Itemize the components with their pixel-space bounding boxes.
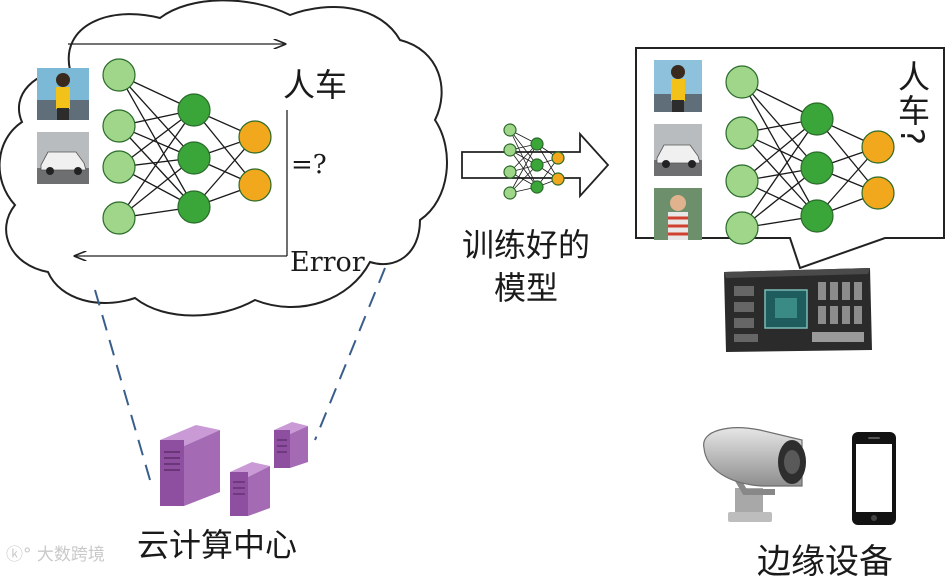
security-camera-icon (703, 427, 806, 522)
hidden-node (530, 137, 544, 151)
network-connection (741, 81, 818, 169)
output-node (238, 168, 272, 202)
network-connection (741, 81, 818, 217)
output-node (861, 130, 895, 164)
person-photo (37, 68, 89, 120)
cloud-neural-network (102, 58, 272, 235)
input-node (102, 109, 136, 143)
input-node (102, 58, 136, 92)
output-node (861, 176, 895, 210)
smartphone-icon (852, 432, 896, 525)
server-icon (160, 422, 308, 516)
person-photo (654, 60, 702, 112)
watermark-text: 大数跨境 (36, 545, 105, 565)
error-feedback-path (75, 110, 288, 256)
cloud-to-server-link (94, 267, 386, 481)
hidden-node (177, 190, 211, 224)
output-node (238, 120, 272, 154)
network-connection (118, 74, 195, 208)
trained-model-line1: 训练好的 (462, 226, 591, 264)
watermark: ⓚ° 大数跨境 (6, 540, 105, 565)
hidden-node (800, 151, 834, 185)
input-node (725, 65, 759, 99)
hidden-node (800, 199, 834, 233)
hidden-node (530, 158, 544, 172)
gpu-board-icon (724, 268, 872, 352)
trained-model-line2: 模型 (494, 269, 559, 307)
network-connection (741, 118, 818, 229)
network-connection (509, 143, 538, 194)
compare-label: =? (291, 150, 327, 180)
network-connection (118, 74, 195, 159)
input-node (503, 143, 517, 157)
mini-neural-network (503, 123, 565, 200)
hidden-node (177, 93, 211, 127)
input-node (503, 186, 517, 200)
edge-device-caption: 边缘设备 (757, 542, 893, 582)
edge-neural-network (725, 65, 895, 245)
input-node (725, 116, 759, 150)
error-label: Error (290, 247, 365, 278)
car-photo (37, 132, 89, 184)
watermark-logo-icon: ⓚ° (6, 545, 32, 565)
cloud-output-label: 人车 (283, 66, 348, 104)
cloud-computing-center-caption: 云计算中心 (137, 526, 298, 564)
input-node (725, 164, 759, 198)
network-connection (509, 129, 538, 166)
hidden-node (530, 180, 544, 194)
network-connection (118, 125, 195, 208)
input-node (102, 150, 136, 184)
network-connection (118, 109, 195, 219)
edge-output-label: 人车? (893, 60, 931, 147)
person-photo (654, 188, 702, 240)
output-node (551, 151, 565, 165)
output-node (551, 172, 565, 186)
input-node (503, 165, 517, 179)
car-photo (654, 124, 702, 176)
hidden-node (800, 102, 834, 136)
input-node (503, 123, 517, 137)
input-node (725, 211, 759, 245)
input-node (102, 201, 136, 235)
hidden-node (177, 141, 211, 175)
